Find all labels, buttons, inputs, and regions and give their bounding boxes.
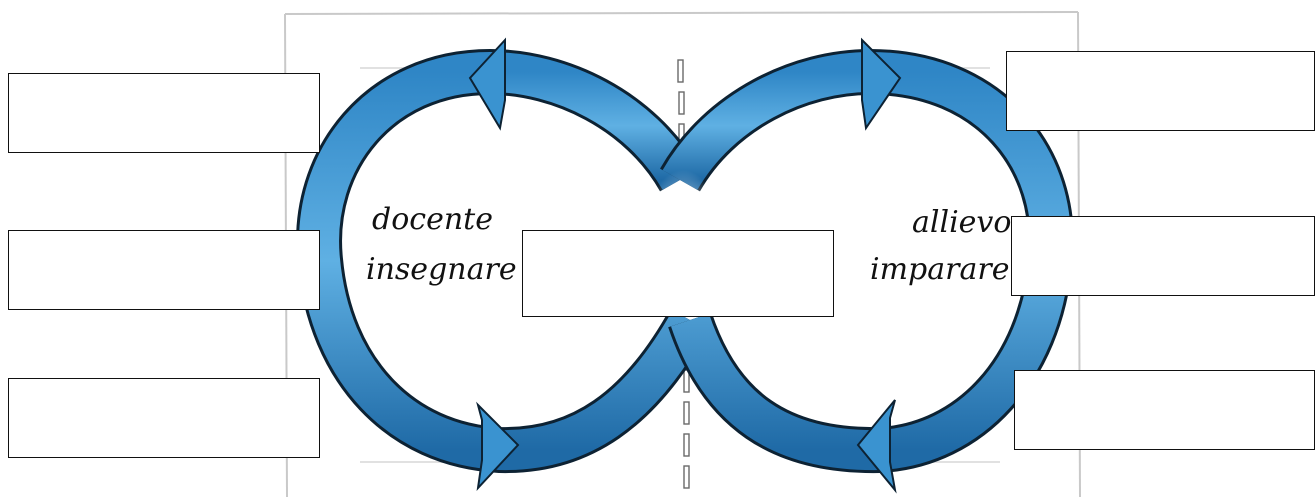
label-imparare: imparare <box>870 252 1009 287</box>
answer-box-top-left[interactable] <box>8 73 320 153</box>
answer-box-middle-right[interactable] <box>1011 216 1315 296</box>
answer-box-center[interactable] <box>522 230 834 317</box>
answer-box-bottom-left[interactable] <box>8 378 320 458</box>
label-insegnare: insegnare <box>366 252 517 287</box>
answer-box-top-right[interactable] <box>1006 51 1315 131</box>
label-allievo: allievo <box>912 205 1011 240</box>
answer-box-middle-left[interactable] <box>8 230 320 310</box>
answer-box-bottom-right[interactable] <box>1014 370 1315 450</box>
right-loop-arrow <box>660 37 1074 494</box>
left-loop-arrow <box>296 37 711 492</box>
label-docente: docente <box>372 202 493 237</box>
